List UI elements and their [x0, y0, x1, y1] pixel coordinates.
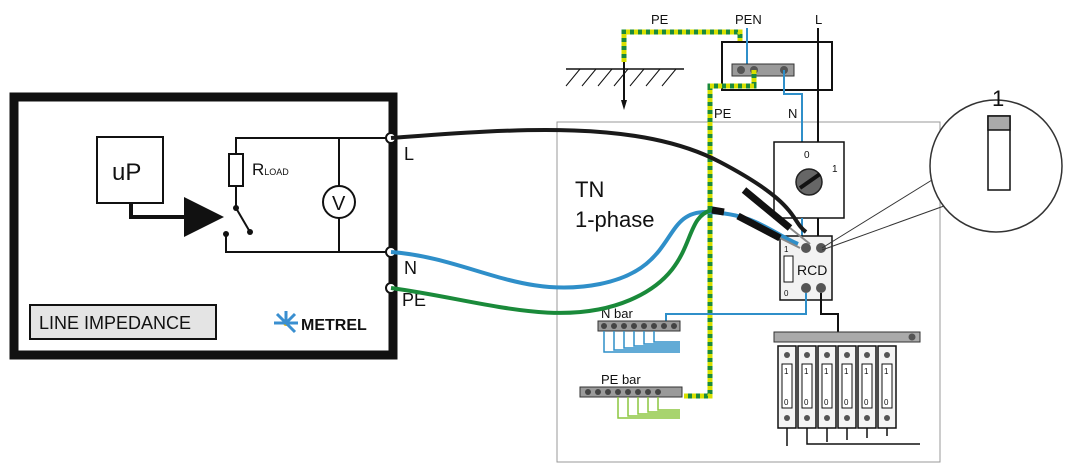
svg-text:1: 1	[824, 367, 829, 376]
breaker-2: 1 0	[797, 345, 817, 429]
line-impedance-label-box	[29, 304, 217, 340]
microprocessor-label: uP	[112, 159, 141, 186]
zoom-callout-line-bottom	[821, 205, 945, 251]
pe-top-label: PE	[651, 12, 669, 27]
pe-bar-outgoing-wires	[617, 397, 680, 419]
rcd-terminal-top-l	[816, 243, 826, 253]
pe-test-lead	[390, 208, 713, 315]
terminal-n-label: N	[404, 258, 417, 278]
main-switch-0: 0	[804, 150, 810, 161]
rcd-terminal-bottom-l	[816, 283, 826, 293]
breaker-5: 1 0	[857, 345, 877, 429]
rcd-terminal-bottom-n	[801, 283, 811, 293]
distribution-board	[556, 121, 941, 463]
voltmeter	[322, 185, 356, 219]
pe-earth-conductor-stripe	[621, 29, 743, 70]
breaker-3: 1 0	[817, 345, 837, 429]
svg-text:1: 1	[784, 367, 789, 376]
pen-label: PEN	[735, 12, 762, 27]
svg-text:0: 0	[804, 398, 809, 407]
breaker-4: 1 0	[837, 345, 857, 429]
zoom-position-label: 1	[992, 86, 1004, 111]
breaker-busbar	[773, 331, 921, 343]
l-probe	[741, 187, 811, 245]
switch-contact-right	[247, 229, 253, 235]
pe-inside-label: PE	[714, 106, 732, 121]
pen-bar	[731, 63, 795, 77]
rcd-lever	[783, 255, 794, 283]
pe-probe	[711, 206, 725, 216]
pe-main-conductor-stripe	[684, 70, 757, 399]
n-bar-label: N bar	[601, 306, 633, 321]
n-probe	[736, 212, 801, 249]
n-bar	[597, 320, 681, 332]
breaker-outgoing-wires	[786, 428, 920, 446]
terminal-pe-label: PE	[402, 290, 426, 310]
system-type-line1: TN	[575, 177, 604, 202]
svg-text:0: 0	[884, 398, 889, 407]
switch-contact-top	[233, 205, 239, 211]
metrel-brand: METREL	[301, 317, 367, 334]
load-resistor	[228, 153, 244, 187]
n-inside-label: N	[788, 106, 797, 121]
load-resistor-label: RLOAD	[252, 160, 289, 179]
svg-text:0: 0	[864, 398, 869, 407]
microprocessor-box	[96, 136, 164, 204]
pen-bar-screw-1	[737, 66, 745, 74]
l-top-label: L	[815, 12, 822, 27]
breaker-1: 1 0	[777, 345, 797, 429]
rcd-0: 0	[784, 289, 789, 298]
breaker-6: 1 0	[877, 345, 897, 429]
pe-bar-label: PE bar	[601, 372, 641, 387]
zoom-lever-top	[987, 115, 1011, 131]
main-switch-handle	[798, 172, 822, 190]
instrument-n-wire	[225, 234, 390, 253]
svg-text:0: 0	[784, 398, 789, 407]
system-type-line2: 1-phase	[575, 207, 655, 232]
svg-text:0: 0	[824, 398, 829, 407]
rcd-1: 1	[784, 245, 789, 254]
rcd-terminal-top-n	[801, 243, 811, 253]
svg-text:1: 1	[864, 367, 869, 376]
line-impedance-label: LINE IMPEDANCE	[39, 313, 191, 333]
breaker-busbar-screw	[908, 333, 916, 341]
voltmeter-label: V	[332, 193, 346, 215]
switch-blade	[235, 207, 251, 233]
metrel-logo-icon	[274, 311, 298, 334]
rcd-l-out	[820, 293, 839, 332]
svg-text:1: 1	[844, 367, 849, 376]
main-switch-1: 1	[832, 164, 838, 175]
rcd-n-out	[665, 293, 807, 322]
svg-text:1: 1	[804, 367, 809, 376]
n-bar-outgoing-wires	[603, 331, 680, 353]
l-test-lead	[390, 128, 808, 234]
earth-rod-tip	[621, 100, 627, 110]
svg-text:1: 1	[884, 367, 889, 376]
n-conductor-to-switch	[783, 70, 803, 148]
pe-bar-screws	[585, 389, 661, 395]
n-bar-screws	[601, 323, 677, 329]
control-arrow	[129, 197, 224, 237]
rcd-label: RCD	[797, 262, 827, 278]
terminal-l-label: L	[404, 144, 414, 164]
zoom-callout-line-top	[821, 179, 933, 249]
svg-text:0: 0	[844, 398, 849, 407]
earth-hatch	[565, 68, 677, 87]
